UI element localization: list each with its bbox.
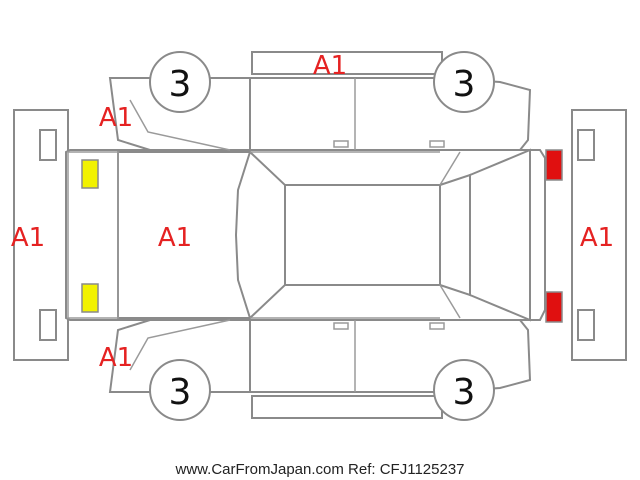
mark-hood: A1 bbox=[158, 223, 192, 253]
tire-rear-left-grade: 3 bbox=[453, 64, 476, 105]
right-rear-door-handle bbox=[429, 322, 445, 330]
front-bumper-sensor-bottom bbox=[39, 309, 57, 341]
rear-hatch bbox=[469, 148, 531, 322]
tire-rear-right: 3 bbox=[433, 359, 495, 421]
left-rear-door-handle bbox=[429, 140, 445, 148]
front-bumper bbox=[13, 109, 69, 361]
windshield bbox=[234, 150, 286, 320]
roof-panel bbox=[284, 184, 441, 286]
tire-rear-left: 3 bbox=[433, 51, 495, 113]
tire-front-left: 3 bbox=[149, 51, 211, 113]
mark-left-front-fender: A1 bbox=[99, 103, 133, 133]
mark-front-bumper: A1 bbox=[11, 223, 45, 253]
tire-front-right-grade: 3 bbox=[169, 372, 192, 413]
right-front-door-handle bbox=[333, 322, 349, 330]
tire-rear-right-grade: 3 bbox=[453, 372, 476, 413]
mark-rear-bumper: A1 bbox=[580, 223, 614, 253]
cabin bbox=[234, 148, 531, 322]
rear-bumper bbox=[571, 109, 627, 361]
rear-window bbox=[439, 173, 471, 297]
taillight-bottom bbox=[545, 291, 563, 323]
tire-front-right: 3 bbox=[149, 359, 211, 421]
taillight-top bbox=[545, 149, 563, 181]
left-front-door-handle bbox=[333, 140, 349, 148]
mark-roof: A1 bbox=[313, 51, 347, 81]
right-skirt-bottom bbox=[251, 395, 443, 419]
reference-footer: www.CarFromJapan.com Ref: CFJ1125237 bbox=[175, 461, 465, 478]
headlight-bottom bbox=[81, 283, 99, 313]
tire-front-left-grade: 3 bbox=[169, 64, 192, 105]
mark-right-front-fender: A1 bbox=[99, 343, 133, 373]
headlight-top bbox=[81, 159, 99, 189]
front-bumper-sensor-top bbox=[39, 129, 57, 161]
